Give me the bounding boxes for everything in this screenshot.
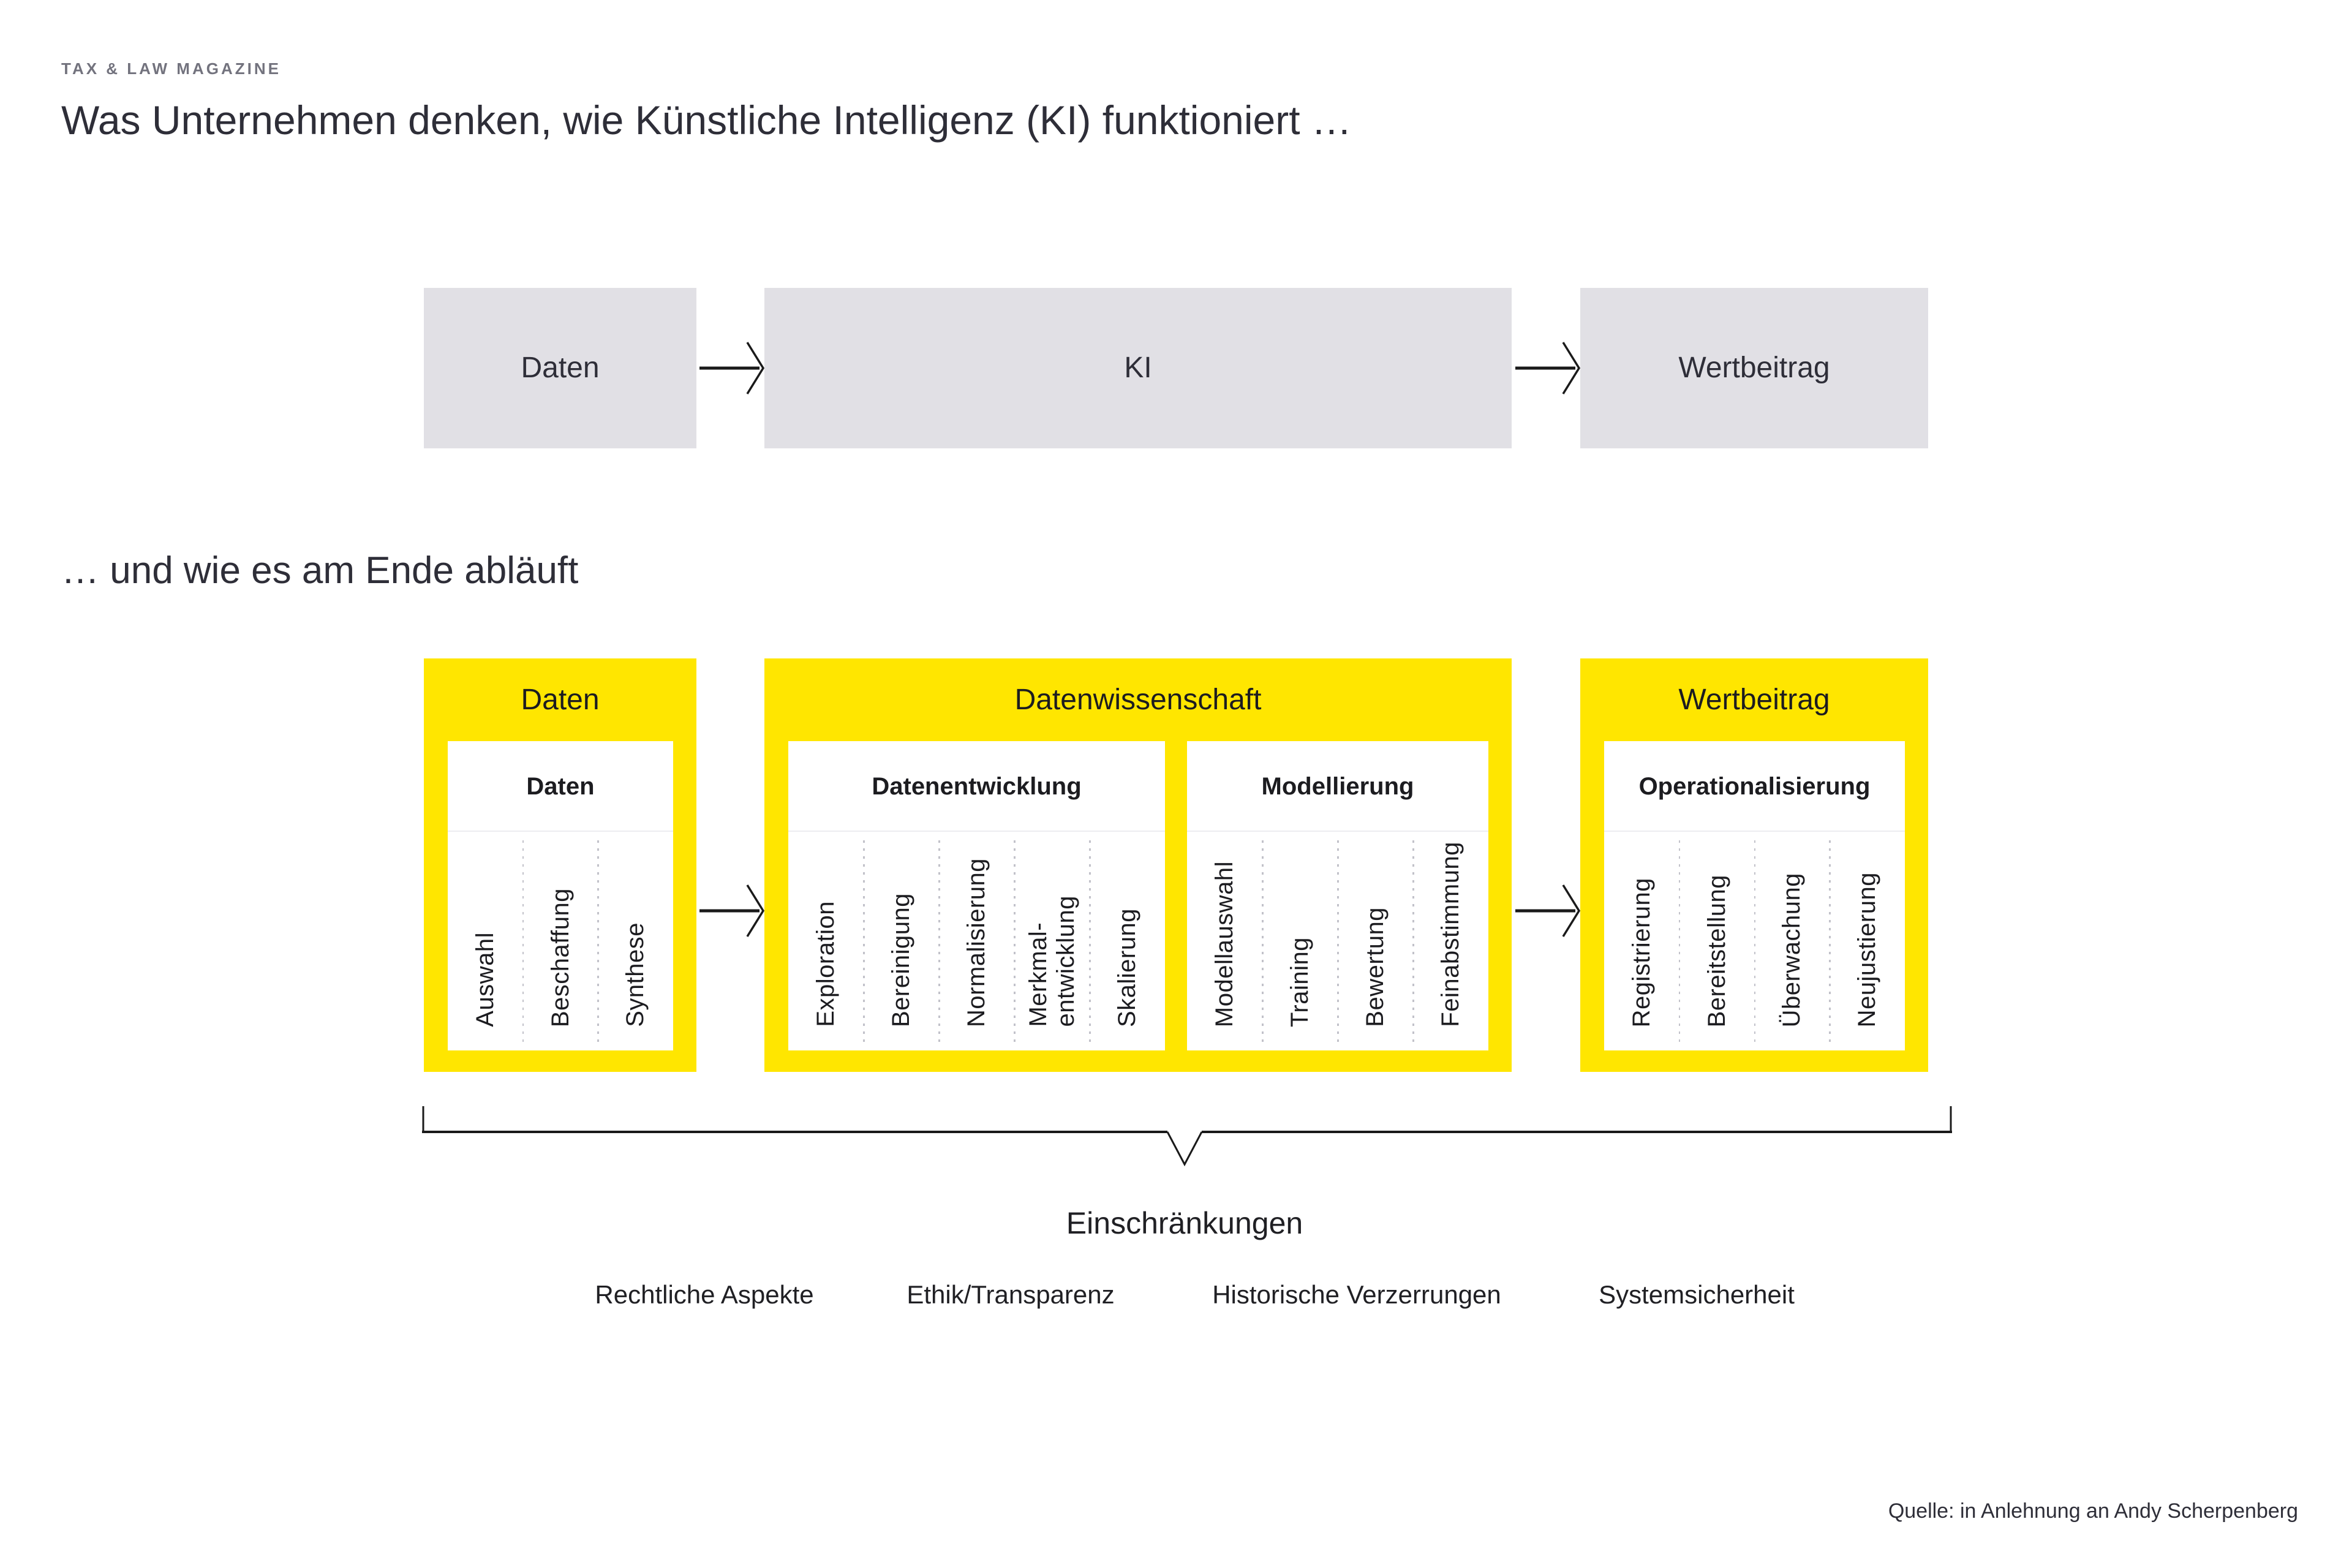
simple-flow-box-daten: Daten	[424, 288, 696, 448]
stage-groups: Operationalisierung Registrierung Bereit…	[1604, 741, 1905, 1050]
step-list: Registrierung Bereitstellung Überwachung…	[1604, 832, 1905, 1050]
step-modellauswahl: Modellauswahl	[1187, 832, 1262, 1050]
step-neujustierung: Neujustierung	[1829, 832, 1905, 1050]
step-label: Synthese	[622, 922, 649, 1027]
step-label: Normalisierung	[963, 858, 990, 1027]
step-ueberwachung: Überwachung	[1754, 832, 1830, 1050]
step-label: Bereinigung	[888, 893, 915, 1027]
step-label: Bereitstellung	[1703, 874, 1730, 1027]
group-title: Modellierung	[1187, 741, 1488, 832]
section-subtitle: … und wie es am Ende abläuft	[61, 549, 579, 592]
group-daten: Daten Auswahl Beschaffung Synthese	[448, 741, 673, 1050]
stage-title: Wertbeitrag	[1678, 684, 1830, 716]
constraint-item: Ethik/Transparenz	[907, 1280, 1115, 1309]
step-feinabstimmung: Feinabstimmung	[1412, 832, 1488, 1050]
step-label: Exploration	[812, 901, 840, 1027]
constraint-item: Rechtliche Aspekte	[595, 1280, 814, 1309]
step-label: Skalierung	[1114, 908, 1141, 1027]
step-label: Merkmal- entwicklung	[1024, 895, 1079, 1027]
stage-datenwissenschaft: Datenwissenschaft Datenentwicklung Explo…	[764, 658, 1512, 1072]
constraints-title: Einschränkungen	[1066, 1206, 1303, 1240]
step-label: Beschaffung	[546, 888, 574, 1027]
stage-wertbeitrag: Wertbeitrag Operationalisierung Registri…	[1580, 658, 1928, 1072]
stage-title: Daten	[521, 684, 600, 716]
flow-arrow-icon	[699, 884, 765, 937]
step-list: Modellauswahl Training Bewertung Feinabs…	[1187, 832, 1488, 1050]
group-title: Datenentwicklung	[788, 741, 1165, 832]
stage-groups: Datenentwicklung Exploration Bereinigung…	[788, 741, 1488, 1050]
group-title: Daten	[448, 741, 673, 832]
magazine-label: TAX & LAW MAGAZINE	[61, 59, 281, 78]
step-label: Bewertung	[1362, 907, 1389, 1027]
stage-daten: Daten Daten Auswahl Beschaffung Synthese	[424, 658, 696, 1072]
step-label: Registrierung	[1627, 877, 1655, 1027]
step-label: Neujustierung	[1853, 872, 1881, 1027]
step-list: Exploration Bereinigung Normalisierung M…	[788, 832, 1165, 1050]
simple-flow-box-ki: KI	[764, 288, 1512, 448]
source-credit: Quelle: in Anlehnung an Andy Scherpenber…	[1888, 1499, 2298, 1523]
group-modellierung: Modellierung Modellauswahl Training Bewe…	[1187, 741, 1488, 1050]
step-label: Modellauswahl	[1211, 861, 1238, 1027]
step-registrierung: Registrierung	[1604, 832, 1679, 1050]
stage-title: Datenwissenschaft	[1014, 684, 1262, 716]
flow-arrow-icon	[1515, 884, 1581, 937]
flow-arrow-icon	[699, 342, 765, 394]
step-training: Training	[1262, 832, 1338, 1050]
step-label: Überwachung	[1778, 872, 1806, 1027]
group-operationalisierung: Operationalisierung Registrierung Bereit…	[1604, 741, 1905, 1050]
step-synthese: Synthese	[597, 832, 673, 1050]
step-label: Auswahl	[471, 932, 499, 1027]
step-list: Auswahl Beschaffung Synthese	[448, 832, 673, 1050]
step-label: Training	[1286, 937, 1314, 1027]
step-beschaffung: Beschaffung	[522, 832, 598, 1050]
constraint-item: Historische Verzerrungen	[1212, 1280, 1501, 1309]
simple-flow-box-wertbeitrag: Wertbeitrag	[1580, 288, 1928, 448]
brace-icon	[422, 1106, 1952, 1167]
step-auswahl: Auswahl	[448, 832, 523, 1050]
step-bereinigung: Bereinigung	[863, 832, 939, 1050]
constraint-item: Systemsicherheit	[1599, 1280, 1795, 1309]
step-normalisierung: Normalisierung	[938, 832, 1014, 1050]
stage-groups: Daten Auswahl Beschaffung Synthese	[448, 741, 673, 1050]
step-bewertung: Bewertung	[1337, 832, 1413, 1050]
page-title: Was Unternehmen denken, wie Künstliche I…	[61, 97, 1352, 143]
step-exploration: Exploration	[788, 832, 864, 1050]
step-label: Feinabstimmung	[1437, 842, 1464, 1027]
group-title: Operationalisierung	[1604, 741, 1905, 832]
group-datenentwicklung: Datenentwicklung Exploration Bereinigung…	[788, 741, 1165, 1050]
step-merkmalentwicklung: Merkmal- entwicklung	[1014, 832, 1090, 1050]
flow-arrow-icon	[1515, 342, 1581, 394]
step-skalierung: Skalierung	[1089, 832, 1165, 1050]
step-bereitstellung: Bereitstellung	[1678, 832, 1755, 1050]
